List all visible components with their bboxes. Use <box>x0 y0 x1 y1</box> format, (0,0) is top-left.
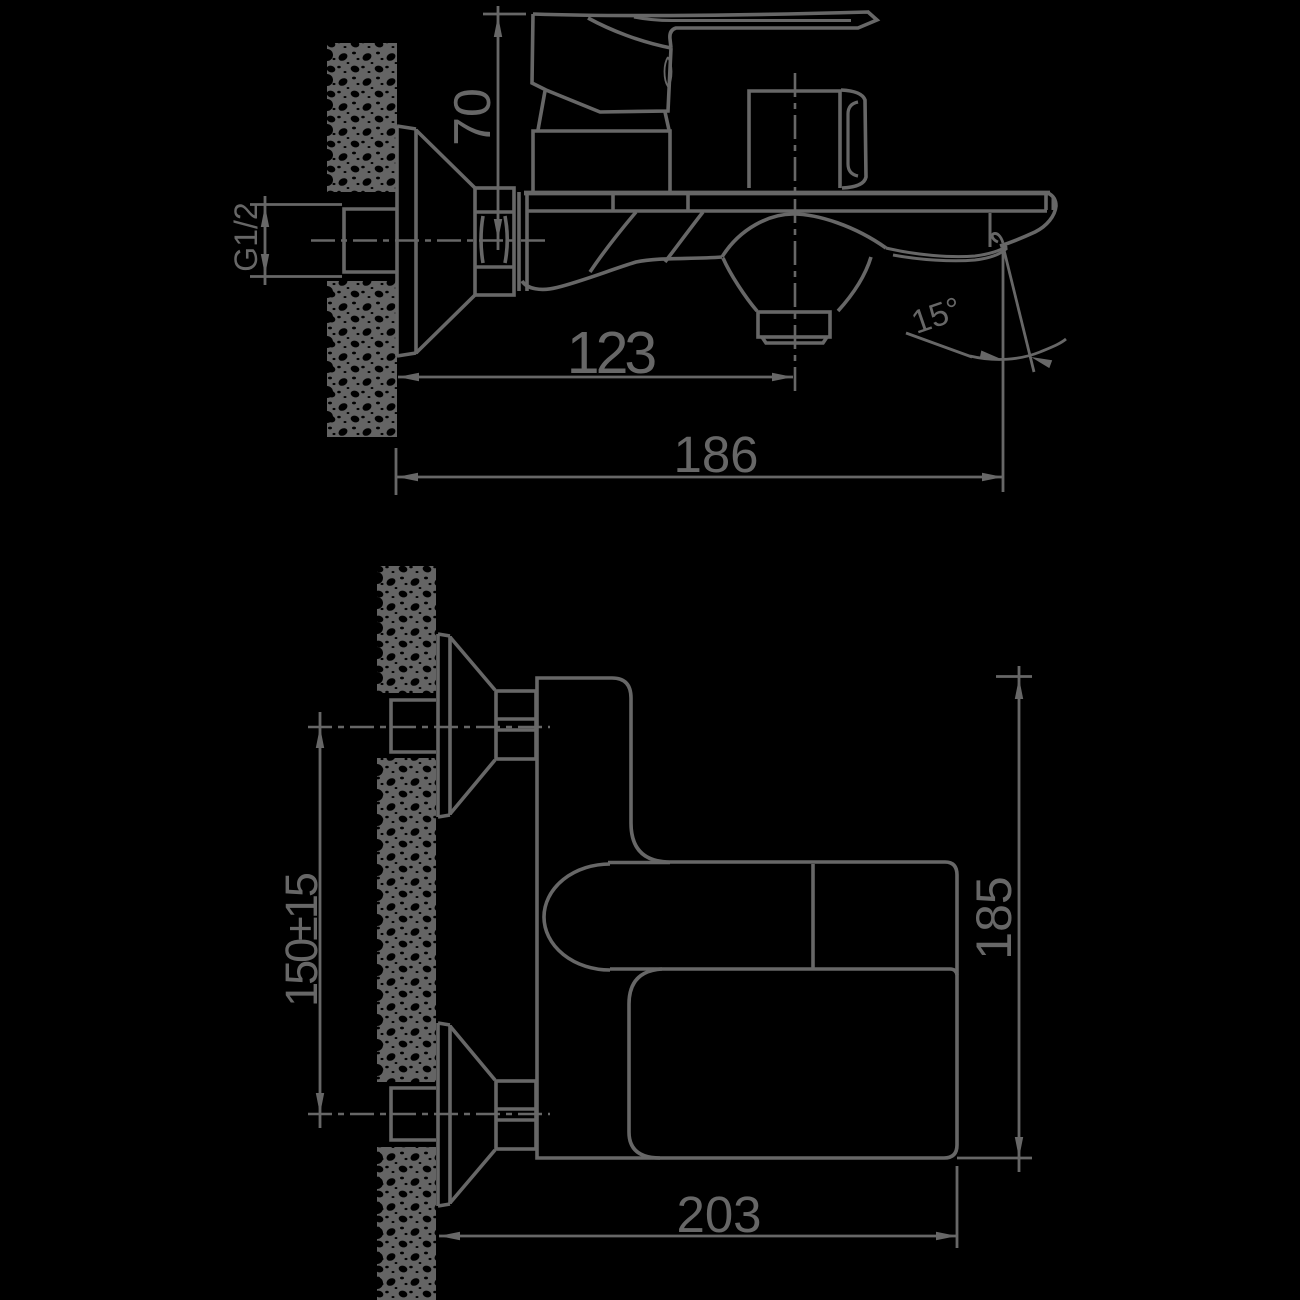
svg-text:150±15: 150±15 <box>276 873 327 1007</box>
svg-text:70: 70 <box>444 88 502 146</box>
svg-text:203: 203 <box>676 1186 761 1243</box>
svg-text:G1/2: G1/2 <box>228 202 264 271</box>
svg-text:123: 123 <box>567 320 656 386</box>
svg-text:186: 186 <box>673 426 758 483</box>
svg-text:185: 185 <box>966 876 1022 959</box>
